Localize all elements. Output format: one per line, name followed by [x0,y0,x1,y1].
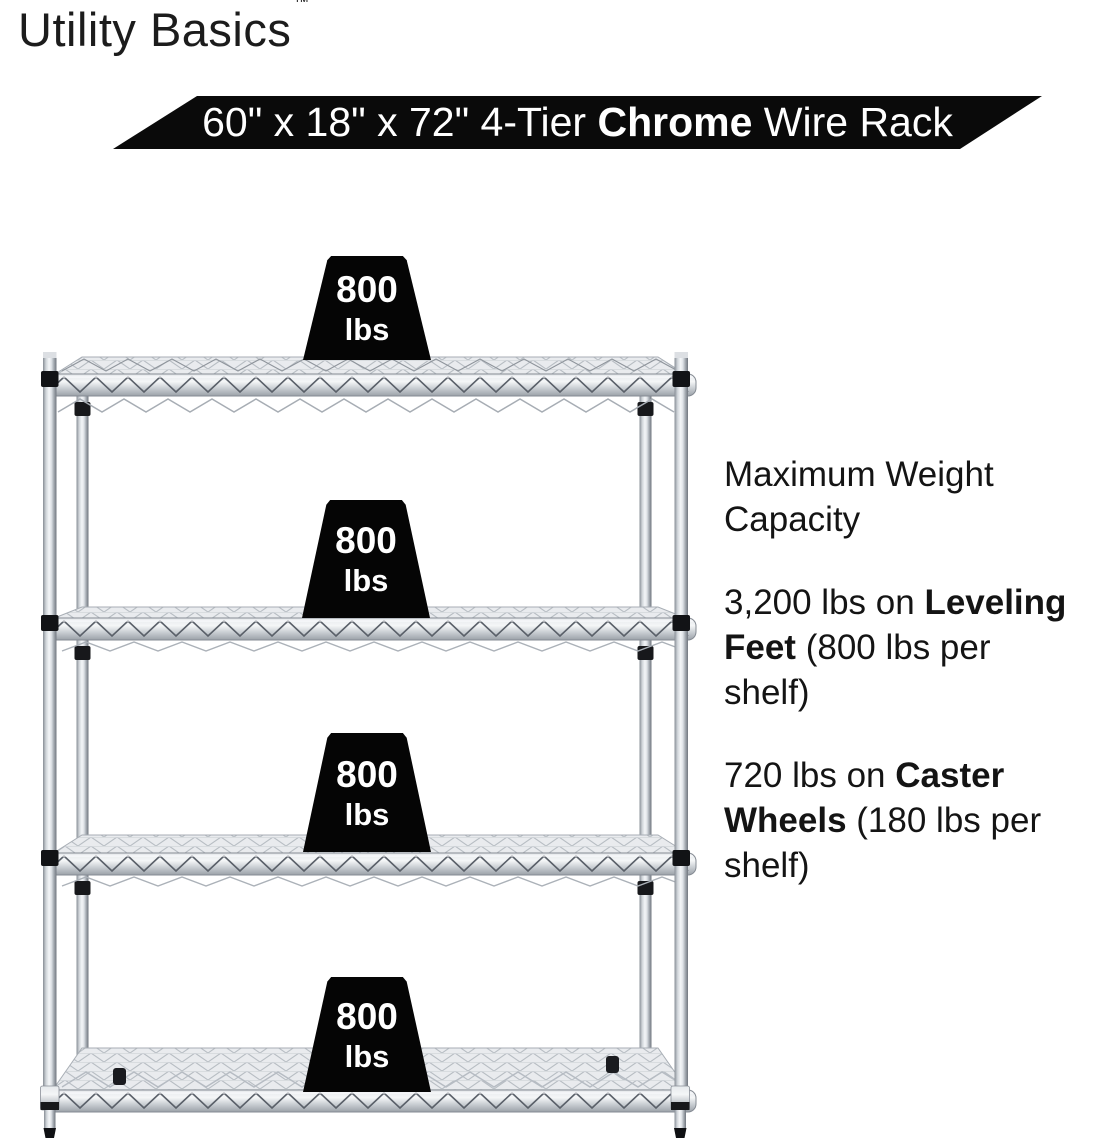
banner-text-segment: 60" x 18" x 72" 4-Tier [202,99,598,145]
rack-shelf-1 [43,356,697,413]
weight-badge: 800 lbs [303,733,431,852]
weight-badge: 800 lbs [303,977,431,1092]
weight-unit: lbs [344,1038,390,1074]
weight-unit: lbs [343,563,389,598]
text-line: 720 lbs on Caster [724,756,1005,795]
text-line: shelf) [724,673,810,712]
info-paragraph-leveling-feet: 3,200 lbs on Leveling Feet (800 lbs per … [724,580,1120,715]
info-paragraph-caster-wheels: 720 lbs on Caster Wheels (180 lbs per sh… [724,753,1120,888]
weight-value: 800 [336,269,398,310]
weight-unit: lbs [344,796,390,832]
weight-value: 800 [336,995,398,1037]
info-heading: Maximum Weight Capacity [724,452,1120,542]
banner-text-segment: Wire Rack [752,99,953,145]
brand-logo: Utility Basics™ [18,0,310,57]
heading-line: Maximum Weight [724,455,994,494]
brand-name: Utility Basics [18,3,292,56]
weight-value: 800 [336,753,398,795]
banner-text-segment-bold: Chrome [597,99,753,145]
trademark-symbol: ™ [293,0,310,12]
weight-badge: 800 lbs [302,500,430,618]
title-banner: 60" x 18" x 72" 4-Tier Chrome Wire Rack [113,96,1042,149]
rack-leveling-feet [40,1085,690,1138]
text-line: 3,200 lbs on Leveling [724,583,1067,622]
text-line: shelf) [724,846,810,885]
heading-line: Capacity [724,500,861,539]
info-text: Maximum Weight Capacity 3,200 lbs on Lev… [724,452,1120,926]
weight-unit: lbs [344,312,390,347]
text-line: Feet (800 lbs per [724,628,991,667]
text-line: Wheels (180 lbs per [724,801,1042,840]
weight-value: 800 [335,520,397,561]
weight-badge: 800 lbs [303,256,431,360]
